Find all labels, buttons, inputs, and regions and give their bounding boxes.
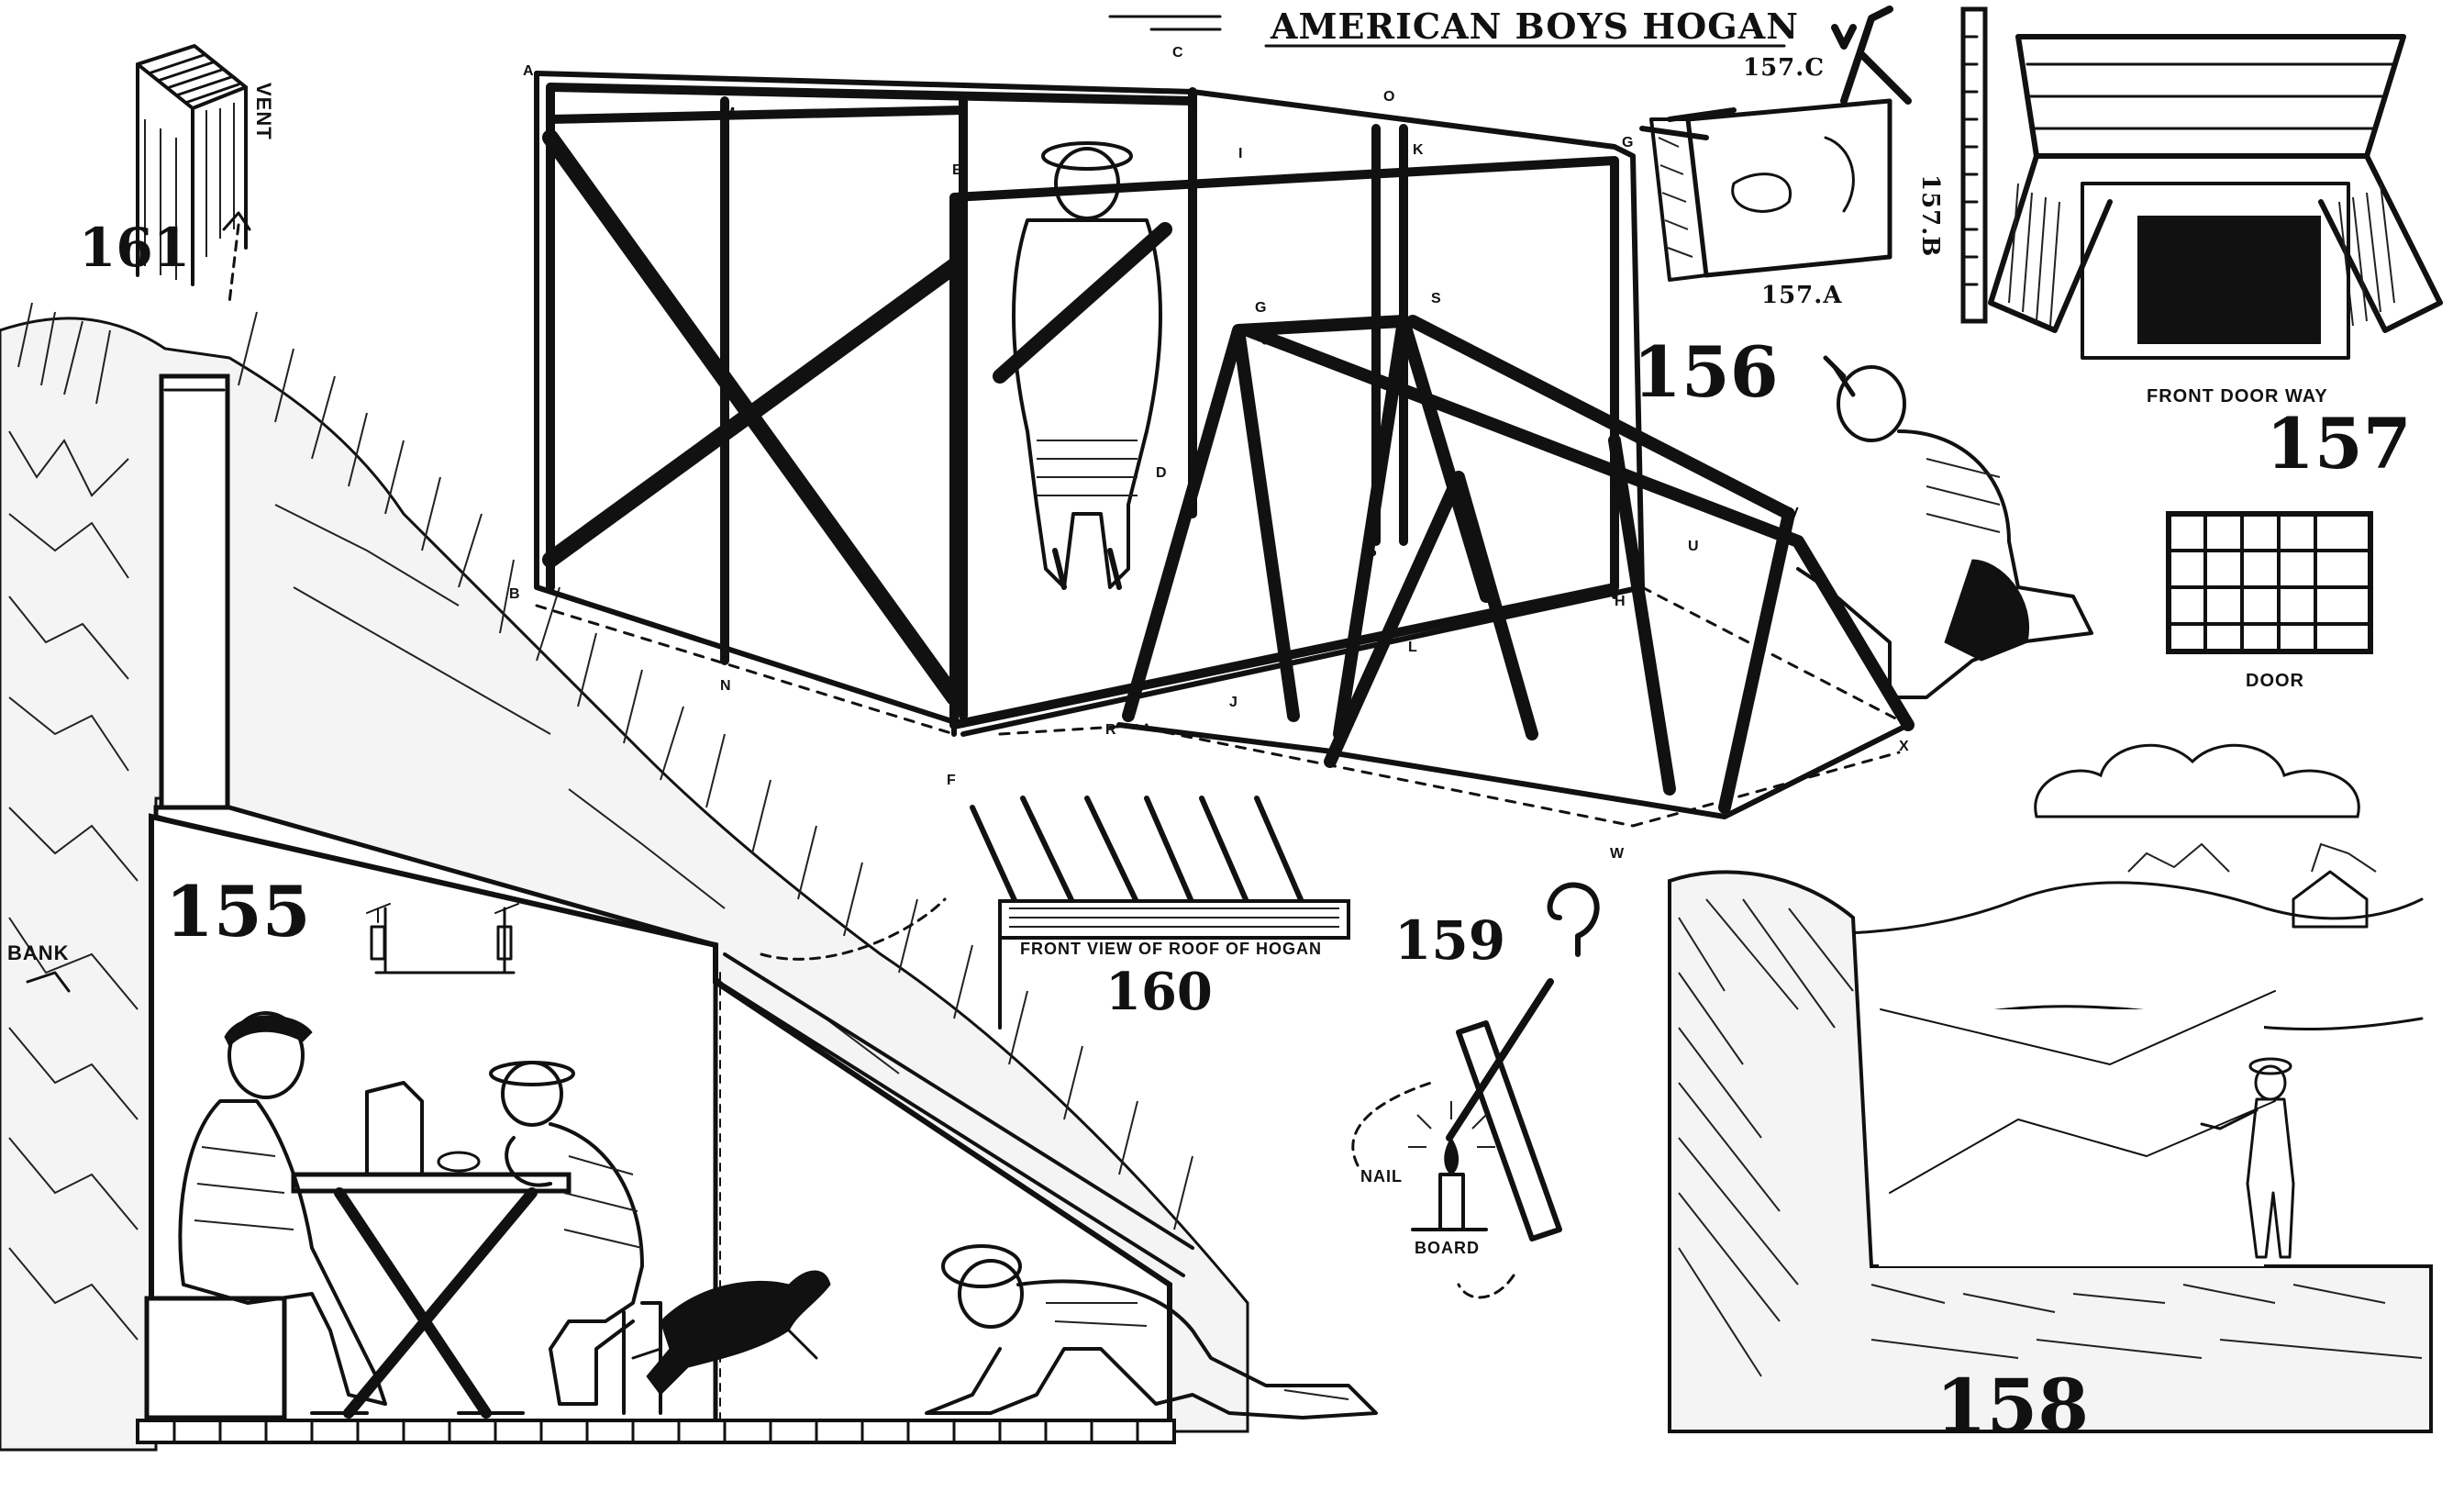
fig159-number: 159	[1394, 909, 1505, 972]
letter-v: V	[1789, 506, 1799, 521]
fig158-number: 158	[1936, 1363, 2089, 1449]
nail-label: NAIL	[1360, 1167, 1403, 1186]
chimney	[159, 373, 230, 810]
vent-diagram: VENT 161	[79, 44, 275, 305]
letter-n: N	[720, 678, 731, 694]
front-doorway: FRONT DOOR WAY 157	[1988, 34, 2443, 484]
excavation-face	[1879, 1009, 2264, 1266]
board-label: BOARD	[1415, 1239, 1480, 1257]
roof-front-view: FRONT VIEW OF ROOF OF HOGAN 160	[760, 796, 1350, 1030]
frame-letters: A C M O E I K G S B N F R J L H P Q V U …	[509, 45, 1909, 862]
table	[291, 1081, 572, 1419]
letter-c: C	[1172, 45, 1183, 61]
door-diagram: DOOR	[2166, 511, 2373, 691]
fig157a-number: 157.A	[1761, 282, 1843, 309]
doorway-caption: FRONT DOOR WAY	[2147, 386, 2328, 406]
fig157-number: 157	[2266, 403, 2412, 484]
bank-label: BANK	[7, 941, 70, 964]
letter-m: M	[723, 106, 735, 121]
letter-a: A	[523, 63, 534, 79]
letter-d: D	[1156, 465, 1167, 481]
seated-boy-right	[489, 1061, 662, 1415]
title-text: AMERICAN BOYS HOGAN	[1270, 6, 1799, 47]
fig157b-number: 157.B	[1916, 174, 1944, 257]
fig156-number: 156	[1633, 331, 1779, 413]
hogan-frame-diagram: A C M O E I K G S B N F R J L H P Q V U …	[509, 45, 2093, 862]
bench	[144, 1296, 287, 1420]
letter-i: I	[1238, 146, 1242, 161]
crawling-boy	[925, 1244, 1378, 1420]
candle-holder-diagram: NAIL BOARD 159	[1351, 882, 1600, 1299]
letter-x: X	[1899, 739, 1909, 754]
hillside-landscape: 158	[1668, 743, 2433, 1449]
letter-j: J	[1229, 695, 1238, 710]
cloud	[2034, 743, 2360, 818]
letter-e: E	[952, 162, 962, 178]
door-caption: DOOR	[2246, 671, 2304, 691]
letter-l: L	[1408, 640, 1417, 655]
letter-g: G	[1255, 300, 1266, 316]
fig160-number: 160	[1105, 962, 1213, 1022]
fig155-number: 155	[165, 871, 311, 952]
letter-p: P	[1367, 548, 1377, 563]
dog	[631, 1270, 831, 1396]
roof-caption: FRONT VIEW OF ROOF OF HOGAN	[1020, 940, 1322, 958]
letter-b: B	[509, 586, 520, 602]
fig161-number: 161	[79, 217, 190, 279]
door-hinge-details: G 157.A 157.C 157.B	[1622, 6, 1988, 324]
letter-q: Q	[1257, 329, 1268, 345]
fig157c-number: 157.C	[1743, 54, 1825, 82]
letter-r: R	[1105, 722, 1116, 738]
doorway-opening	[2137, 216, 2321, 344]
letter-t: T	[1495, 621, 1504, 637]
letter-h: H	[1615, 594, 1626, 609]
letter-s: S	[1431, 291, 1441, 306]
floor-boards	[136, 1419, 1176, 1444]
hogan-cross-section: BANK 155	[0, 302, 1378, 1452]
standing-man	[2200, 1057, 2295, 1259]
letter-k: K	[1413, 142, 1424, 158]
letter-f: F	[947, 773, 956, 788]
letter-o: O	[1383, 89, 1394, 105]
man-with-board	[993, 141, 1172, 590]
candle-lamp	[366, 903, 519, 974]
letter-w: W	[1610, 846, 1625, 862]
plate-title: AMERICAN BOYS HOGAN	[1108, 6, 1799, 48]
seated-boy-left	[178, 1011, 387, 1406]
hinge-letter-g: G	[1622, 135, 1633, 150]
letter-u: U	[1688, 539, 1699, 554]
vent-label: VENT	[252, 83, 275, 140]
man-with-hammer	[1796, 355, 2093, 699]
